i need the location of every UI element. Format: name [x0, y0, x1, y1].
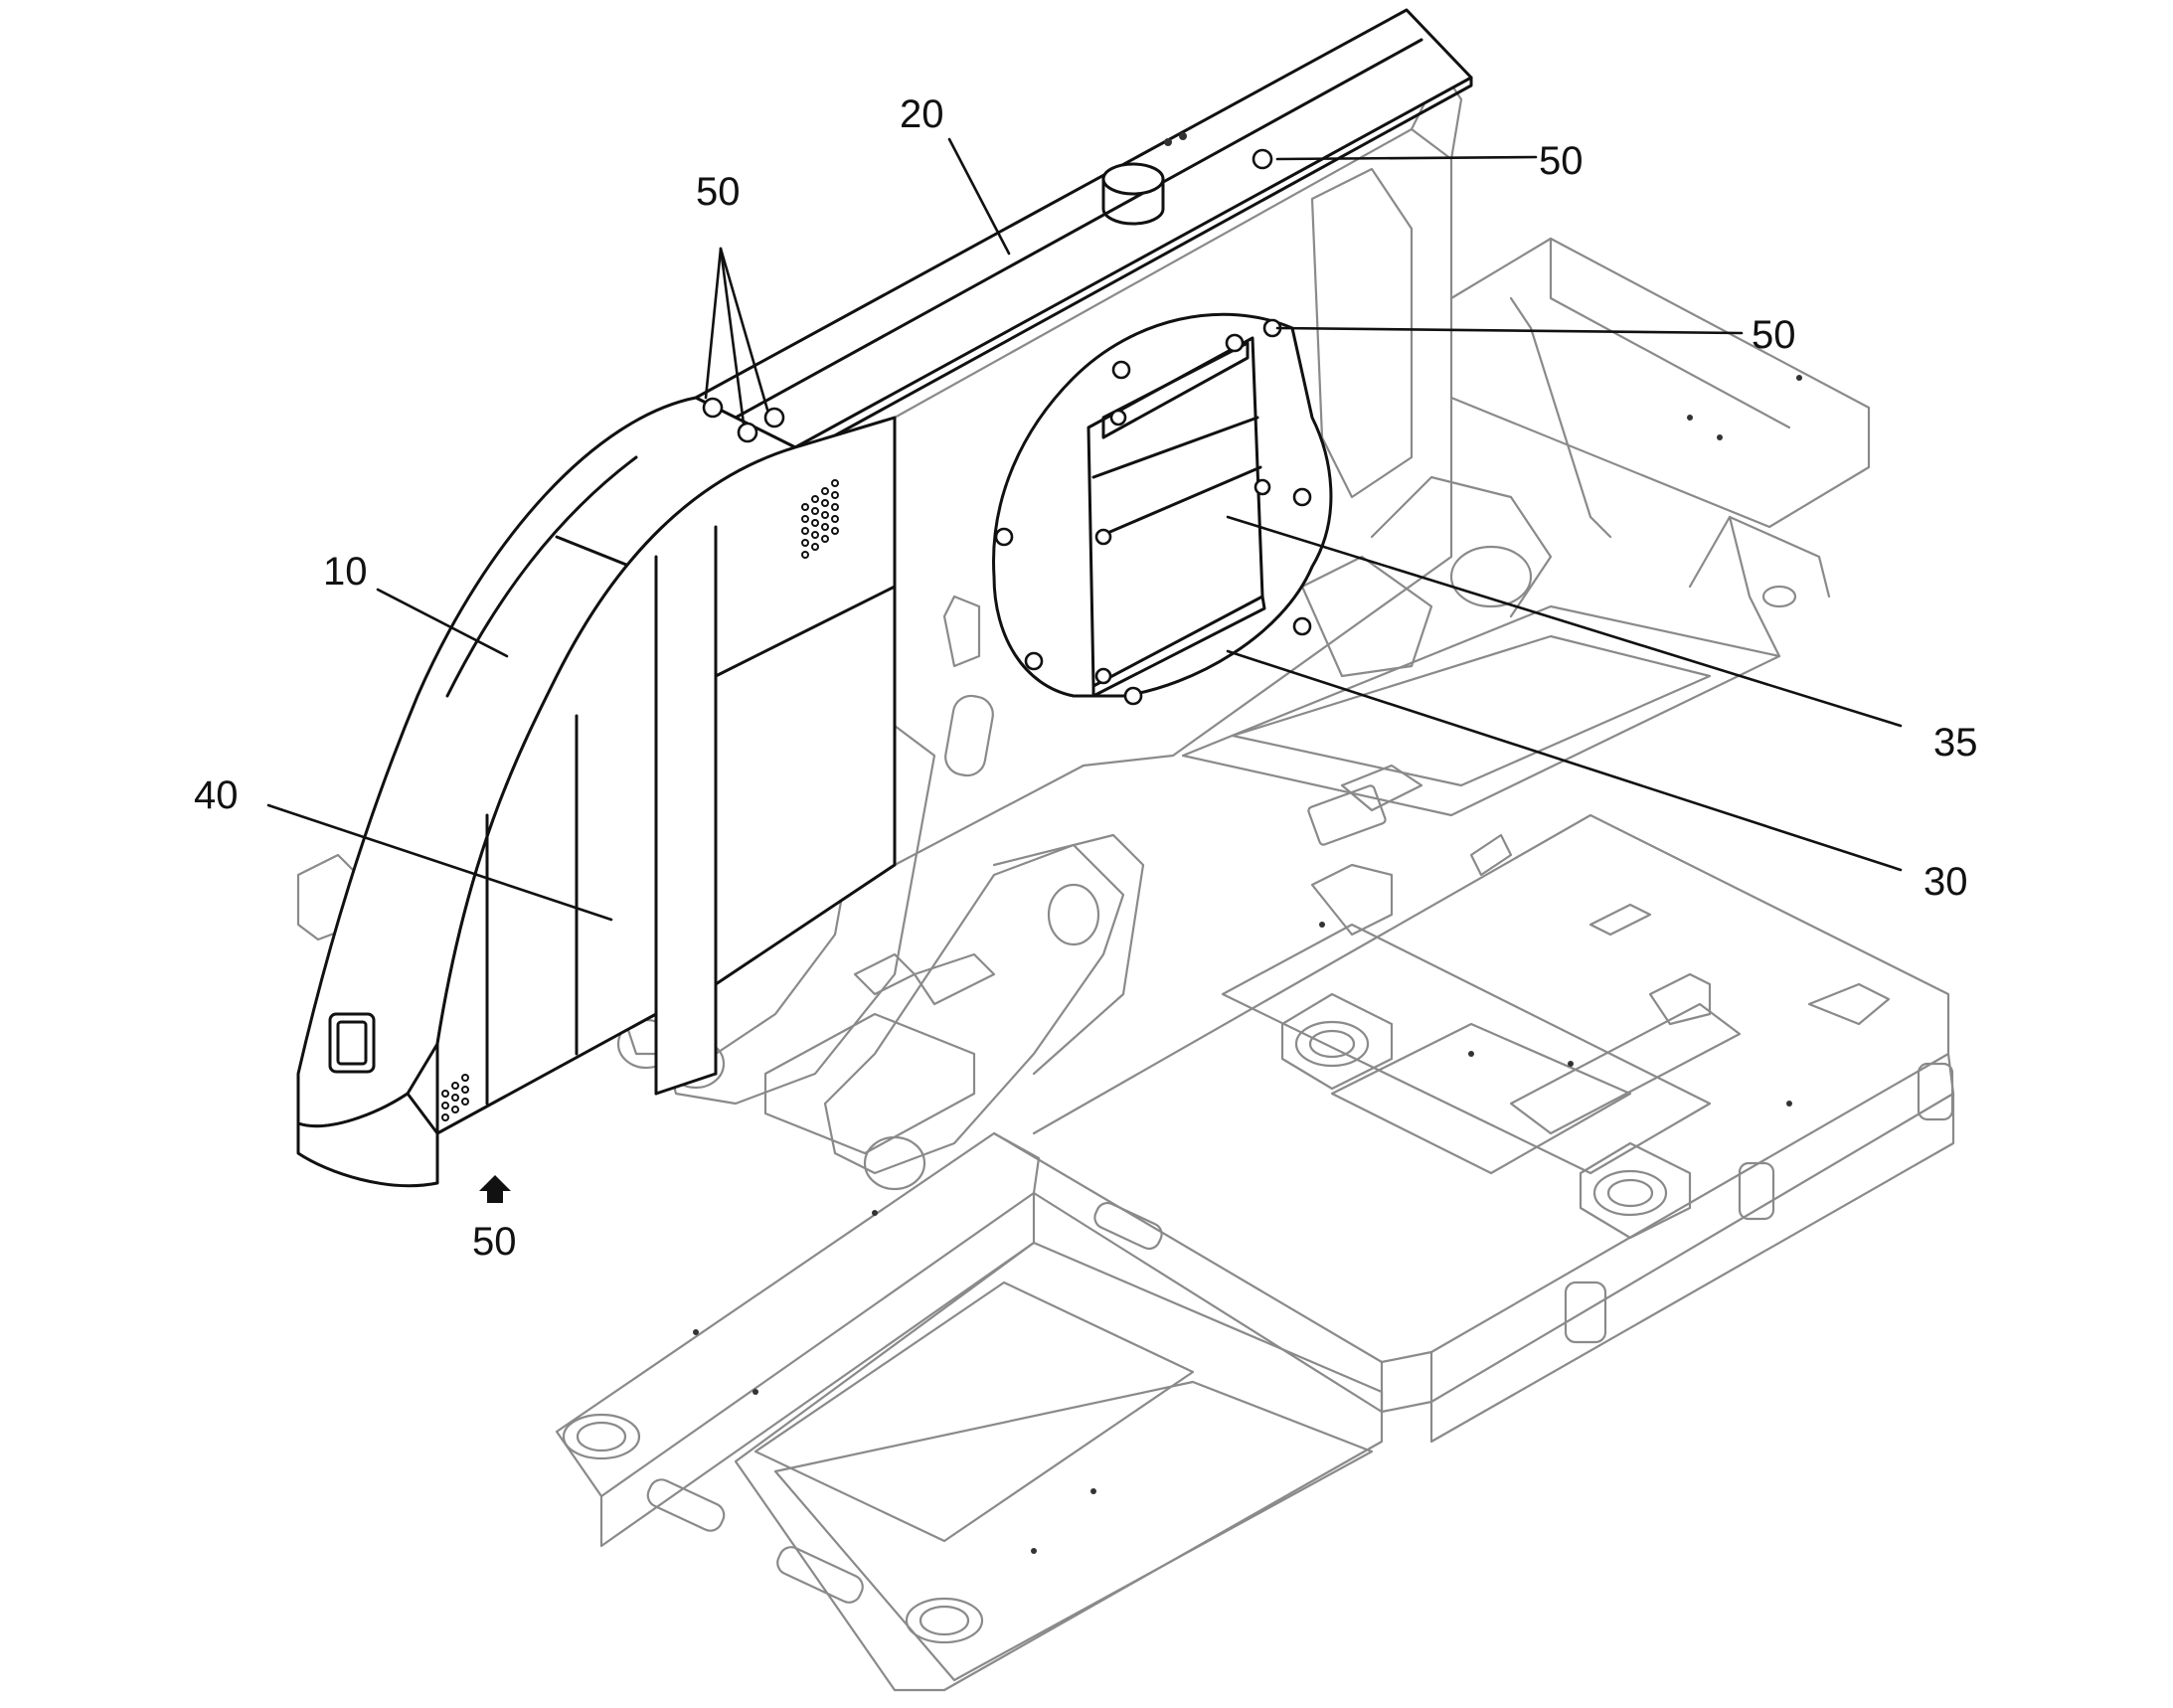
bolt-icon: [1094, 528, 1112, 546]
bolt-icon: [1254, 478, 1271, 496]
bolt-icon: [763, 407, 785, 428]
bolt-icon: [1111, 360, 1131, 380]
vent-grille-upper: [801, 479, 839, 559]
callout-30: 30: [1923, 860, 1968, 904]
leader-lines: [266, 137, 1903, 922]
callout-labels: 10 20 30 35 40 50 50 50 50: [194, 92, 1978, 1264]
bolt-icon: [1292, 487, 1312, 507]
bolt-icon: [994, 527, 1014, 547]
side-panel-part-40: [296, 416, 897, 1188]
arrow-up-icon: [479, 1175, 511, 1203]
vent-grille-lower: [441, 1074, 469, 1121]
bolt-icon: [1109, 409, 1127, 427]
callout-50-bottom: 50: [472, 1220, 517, 1264]
callout-20: 20: [900, 92, 944, 136]
callout-50-right-upper: 50: [1539, 139, 1584, 183]
bolt-icon: [1123, 686, 1143, 706]
bolt-icon: [1252, 148, 1273, 170]
callout-10: 10: [323, 550, 368, 594]
bolt-icon: [1094, 667, 1112, 685]
plate-part-35: [1086, 336, 1266, 698]
callout-40: 40: [194, 773, 239, 817]
bolt-icon: [737, 422, 758, 443]
lower-frame: [555, 813, 1955, 1692]
bolt-icon: [1292, 616, 1312, 636]
bolt-icon: [702, 397, 724, 419]
bolt-icon: [1024, 651, 1044, 671]
callout-50-top: 50: [696, 170, 741, 214]
callout-50-right-lower: 50: [1752, 313, 1796, 357]
bolt-icon: [1225, 333, 1245, 353]
callout-35: 35: [1933, 721, 1978, 765]
